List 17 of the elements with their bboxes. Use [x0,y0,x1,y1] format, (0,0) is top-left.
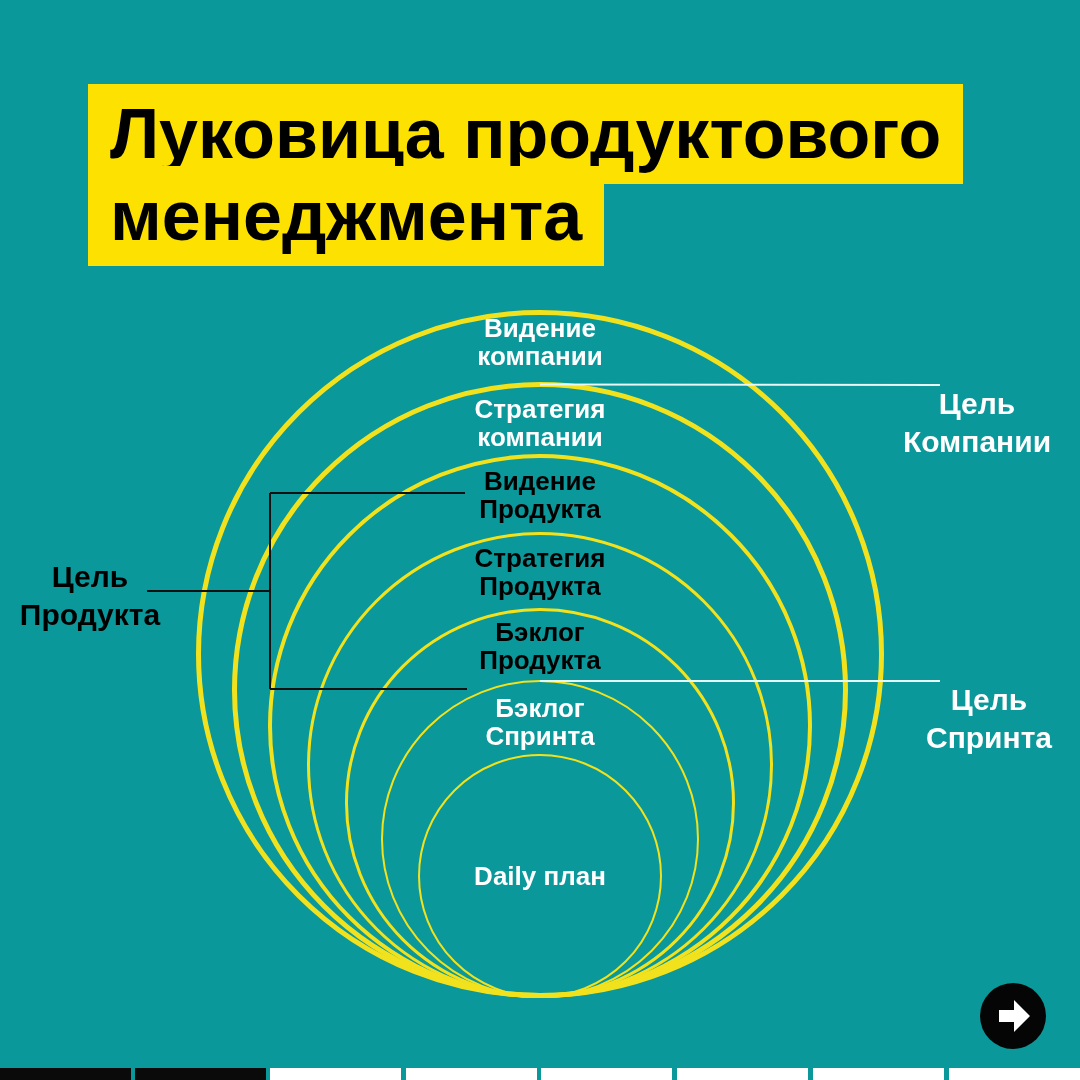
layer-label: Стратегия Продукта [474,544,606,600]
layer-circle [307,532,773,998]
layer-label: Видение Продукта [479,467,601,523]
goal-label: Цель Компании [902,385,1052,461]
layer-circle [345,608,735,998]
layer-circle [196,310,884,998]
goal-label: Цель Спринта [926,681,1052,757]
layer-circle [268,454,812,998]
layer-label: Бэклог Продукта [479,618,601,674]
layer-circle [232,382,848,998]
layer-label: Бэклог Спринта [485,694,595,750]
leader-line [539,680,941,682]
layer-label: Daily план [474,862,606,890]
layer-label: Стратегия компании [474,395,606,451]
layer-label: Видение компании [477,314,603,370]
side-label: Цель Продукта [19,559,161,633]
leader-line [539,383,941,386]
